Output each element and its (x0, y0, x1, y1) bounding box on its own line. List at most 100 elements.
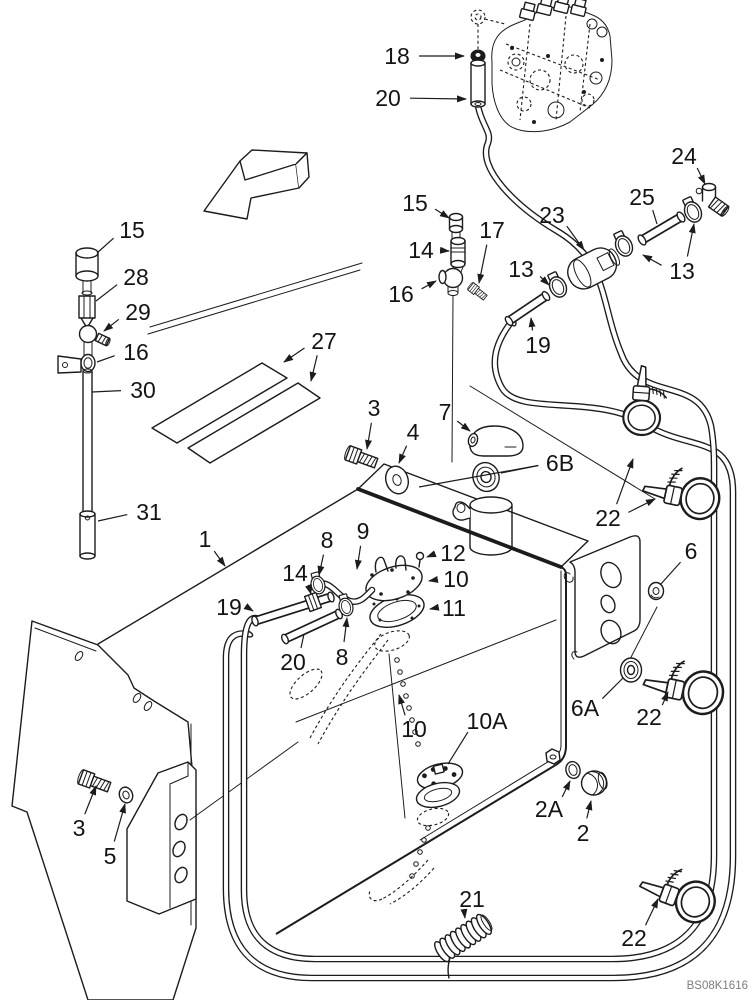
callout-6B: 6B (418, 450, 574, 488)
filler-neck (452, 496, 513, 556)
bracket-hole (174, 866, 188, 884)
part-number-label: 14 (408, 237, 434, 263)
dipstick-cap (75, 247, 99, 296)
tube-clamp-bracket (57, 353, 96, 374)
part-number-label: 8 (336, 644, 349, 670)
hose-spring-guard (434, 913, 493, 979)
callout-6: 6 (659, 538, 698, 586)
callout-4: 4 (398, 419, 420, 464)
callout-24: 24 (671, 143, 706, 185)
grommet-small (647, 581, 665, 601)
callout-3: 3 (365, 395, 381, 450)
callout-6A: 6A (571, 677, 624, 721)
fuel-sender-assembly (365, 551, 425, 628)
elbow-fitting (78, 324, 111, 347)
callout-20: 20 (280, 633, 306, 675)
callout-30: 30 (91, 377, 156, 403)
part-number-label: 13 (669, 258, 695, 284)
part-number-label: 16 (123, 339, 149, 365)
callout-9: 9 (354, 518, 369, 570)
callout-8: 8 (317, 527, 333, 576)
part-number-label: 25 (629, 184, 655, 210)
callout-29: 29 (103, 299, 151, 332)
callout-14: 14 (408, 237, 450, 263)
part-number-label: 10 (401, 716, 427, 742)
elbow-fitting (695, 182, 730, 217)
callout-12: 12 (426, 540, 466, 566)
pump-fitting-bolt-hidden (470, 9, 506, 49)
drain-boss (545, 748, 561, 765)
grommet-large (619, 657, 643, 683)
part-number-label: 3 (73, 815, 86, 841)
inline-filter-cluster (504, 182, 730, 327)
vent-valve-body (450, 236, 466, 273)
part-number-label: 14 (282, 560, 308, 586)
callout-21: 21 (459, 886, 485, 919)
decal-strips (151, 362, 321, 464)
callout-16: 16 (96, 339, 149, 365)
drain-plug-area (545, 748, 608, 796)
part-number-label: 10A (467, 708, 509, 734)
callout-28: 28 (95, 264, 149, 302)
tank-side-mount-plate (563, 535, 658, 662)
part-number-label: 7 (439, 399, 452, 425)
part-number-label: 2 (577, 820, 590, 846)
callout-19: 19 (525, 317, 551, 358)
mount-washer (118, 786, 134, 804)
callout-13: 13 (508, 256, 550, 286)
callout-23: 23 (539, 202, 585, 251)
part-number-label: 17 (479, 217, 505, 243)
pump-grommet (470, 49, 486, 63)
part-number-label: 13 (508, 256, 534, 282)
callout-15: 15 (96, 217, 145, 254)
part-number-label: 15 (402, 190, 428, 216)
part-number-label: 12 (440, 540, 466, 566)
callout-20: 20 (375, 85, 467, 111)
callout-8: 8 (336, 617, 350, 670)
drawing-number: BS08K1616 (687, 980, 748, 992)
fuel-pickup-and-float-hidden-lines (289, 630, 435, 905)
drain-o-ring (565, 760, 581, 780)
mount-hole (600, 594, 616, 614)
drain-plug (580, 770, 608, 796)
callout-25: 25 (629, 184, 658, 225)
part-number-label: 20 (375, 85, 401, 111)
injector-stacks (518, 0, 608, 38)
part-number-label: 6B (546, 450, 574, 476)
fuel-injection-pump-sketch (491, 0, 613, 133)
callout-27: 27 (283, 328, 337, 382)
pickup-unit (415, 762, 464, 827)
part-number-label: 21 (459, 886, 485, 912)
tank-mount-bracket (126, 741, 299, 915)
callout-19: 19 (216, 594, 254, 620)
mount-hole (600, 619, 622, 645)
filler-grommet (472, 461, 500, 493)
part-number-label: 3 (368, 395, 381, 421)
callout-5: 5 (104, 803, 126, 869)
part-number-label: 28 (123, 264, 149, 290)
part-number-label: 6A (571, 695, 600, 721)
part-number-label: 2A (535, 796, 564, 822)
part-number-label: 18 (384, 43, 410, 69)
part-number-label: 1 (199, 526, 212, 552)
callout-7: 7 (439, 399, 471, 432)
callout-22: 22 (621, 898, 659, 951)
part-number-label: 19 (216, 594, 242, 620)
callout-31: 31 (97, 499, 162, 525)
part-number-label: 6 (685, 538, 698, 564)
part-number-label: 30 (130, 377, 156, 403)
fuel-tank (97, 463, 589, 936)
pickup-chain-hidden (394, 657, 431, 879)
part-number-label: 29 (125, 299, 151, 325)
part-number-label: 22 (636, 704, 662, 730)
part-number-label: 24 (671, 143, 697, 169)
inline-fuel-filter (567, 247, 621, 290)
callout-14: 14 (282, 560, 312, 595)
elbow-fitting (438, 267, 464, 296)
mount-hole (600, 561, 622, 589)
callout-13: 13 (642, 223, 696, 284)
part-number-label: 10 (443, 566, 469, 592)
